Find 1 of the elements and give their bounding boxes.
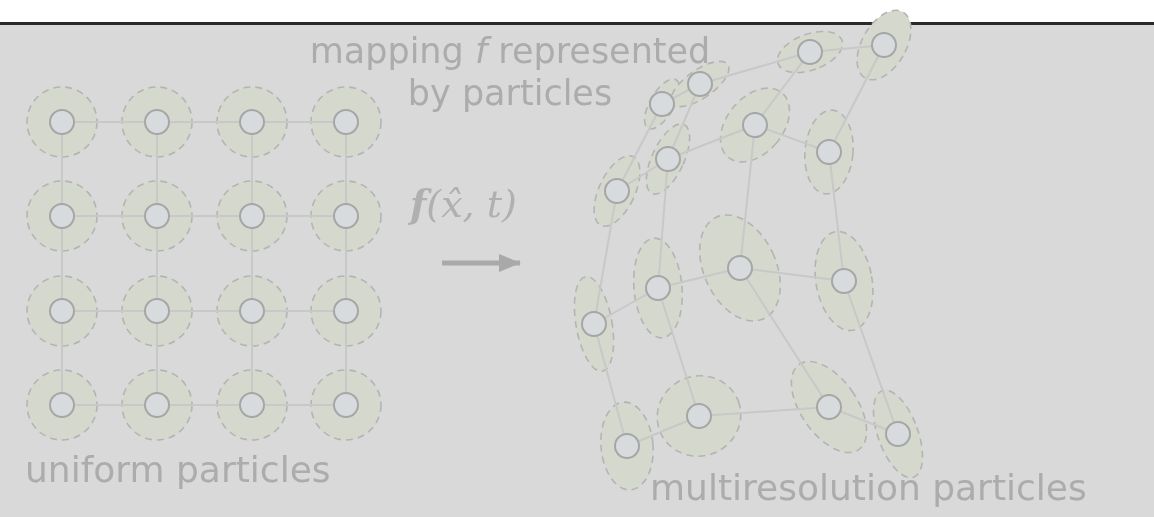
arrow [442, 254, 521, 272]
